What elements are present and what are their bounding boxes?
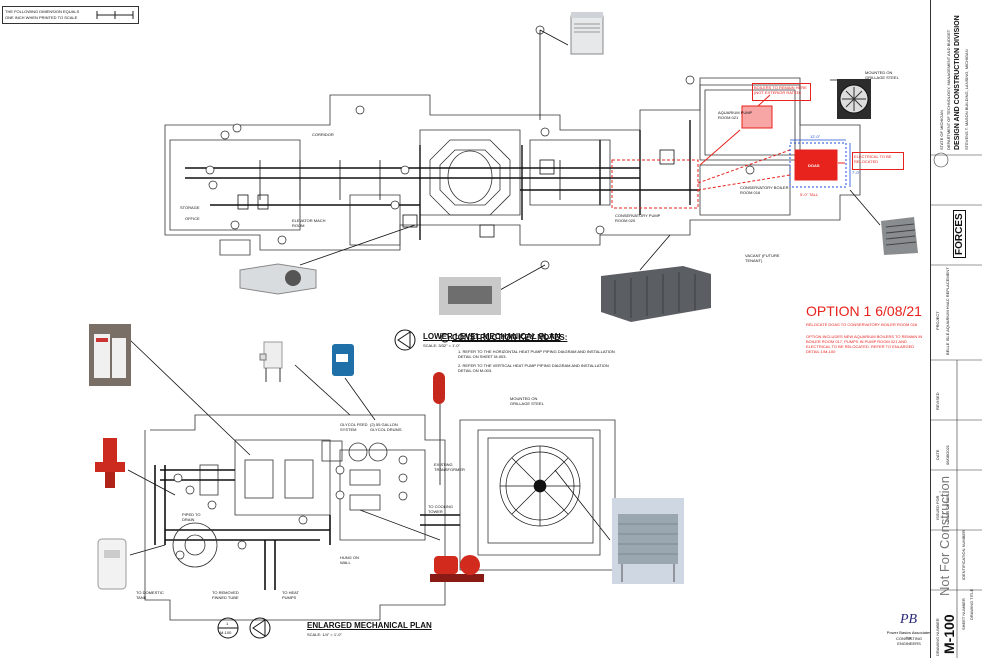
project-name: BELLE ISLE AQUARIUM HVAC REPLACEMENT	[945, 267, 950, 355]
scale-bar-icon	[96, 11, 134, 19]
date-label: DATE	[935, 449, 940, 460]
glycol-feeder-photo	[259, 341, 283, 382]
to-domestic-tank-label: TO DOMESTIC TANK	[136, 590, 164, 600]
detail-number: 1	[226, 621, 229, 626]
key-note-1: 1. REFER TO THE HORIZONTAL HEAT PUMP PIP…	[458, 349, 615, 359]
boilers-callout-text: BOILERS TO REMAIN HERE (NOT EXTERIOR RAT…	[754, 85, 807, 95]
sheet-label: SHEET NUMBER	[961, 598, 966, 630]
lower-plan-scale: SCALE: 3/32" = 1'-0"	[423, 343, 461, 348]
room-label-vacant: VACANT (FUTURE TENANT)	[745, 253, 780, 263]
piped-to-drain-label: PIPED TO DRAIN	[182, 512, 201, 522]
lower-plan-title: LOWER LEVEL MECHANICAL PLAN	[423, 332, 561, 341]
horizontal-heat-pump-photo	[239, 263, 317, 295]
agency-line-3: DESIGN AND CONSTRUCTION DIVISION	[954, 15, 961, 150]
vertical-heat-pump-photo	[570, 12, 604, 55]
inline-pump-photo	[95, 438, 125, 488]
to-heat-pumps-label: TO HEAT PUMPS	[282, 590, 299, 600]
firm-logo-text: FORCES	[953, 210, 966, 258]
option-line2: OPTION INCLUDES NEW AQUARIUM BOILERS TO …	[806, 334, 923, 354]
unit-heater-photo	[881, 217, 918, 255]
not-for-construction: Not For Construction	[937, 476, 952, 596]
mounted-on-steel-lower: MOUNTED ON GRILLAGE STEEL	[510, 396, 544, 406]
base-mounted-pump-photo	[430, 555, 484, 582]
drawing-number-label: DRAWING NUMBER	[935, 618, 940, 656]
identification-label: IDENTIFICATION NUMBER	[961, 530, 966, 580]
agency-line-4: STEVENS T. MASON BUILDING, LANSING, MICH…	[964, 49, 969, 150]
existing-transformer-label: EXISTING TRANSFORMER	[434, 462, 465, 472]
electrical-callout-text: ELECTRICAL TO BE RELOCATED	[854, 154, 892, 164]
mounted-on-steel-upper: MOUNTED ON GRILLAGE STEEL	[865, 70, 899, 80]
expansion-tank-photo	[433, 372, 445, 404]
mechanical-drawing	[127, 25, 881, 639]
scale-note-line1: THE FOLLOWING DIMENSION EQUALS	[5, 9, 80, 14]
detail-sheet: M-100	[220, 630, 232, 635]
svg-text:PB: PB	[899, 612, 918, 627]
glycol-label: GLYCOL FEED SYSTEM	[340, 422, 368, 432]
room-label-office: OFFICE	[185, 216, 200, 221]
water-heater-photo	[97, 538, 127, 590]
doas-unit-photo	[601, 266, 711, 322]
enlarged-plan-scale: SCALE: 1/4" = 1'-0"	[307, 632, 342, 637]
doas-label: DOAS	[808, 163, 820, 168]
glycol-drum-label: (2) 55 GALLON GLYCOL DRUMS	[370, 422, 402, 432]
agency-line-2: DEPARTMENT OF TECHNOLOGY, MANAGEMENT AND…	[946, 29, 951, 150]
firm-details: CONSULTING ENGINEERS	[896, 636, 922, 646]
sheet-title-label: DRAWING TITLE	[969, 588, 974, 620]
key-notes-title: CONSTRUCTION KEY NOTES:	[452, 333, 568, 342]
firm-name: Power Basics Associates Inc	[886, 630, 932, 640]
to-cooling-tower-label: TO COOLING TOWER	[428, 504, 454, 514]
room-label-elevator: ELEVATOR MACH ROOM	[292, 218, 326, 228]
sheet-number: M-100	[941, 614, 957, 654]
room-label-aquarium-pump: AQUARIUM PUMP ROOM 021	[718, 110, 753, 120]
key-note-2: 2. REFER TO THE VERTICAL HEAT PUMP PIPIN…	[458, 363, 609, 373]
project-label: PROJECT	[935, 311, 940, 330]
agency-line-1: STATE OF MICHIGAN	[939, 109, 944, 150]
scale-note: THE FOLLOWING DIMENSION EQUALS ONE INCH …	[2, 6, 139, 24]
date-value: 06/08/2021	[945, 444, 950, 465]
boiler-photo	[89, 324, 131, 386]
revised-label: REVISED	[935, 392, 940, 410]
glycol-drum-photo	[332, 344, 354, 376]
room-label-conservatory-pump: CONSERVATORY PUMP ROOM 020	[615, 213, 661, 223]
room-label-storage: STORAGE	[180, 205, 200, 210]
option-title: OPTION 1 6/08/21	[806, 303, 922, 319]
boilers-callout: BOILERS TO REMAIN HERE (NOT EXTERIOR RAT…	[752, 83, 811, 101]
room-label-corridor: CORRIDOR	[312, 132, 334, 137]
title-block: STATE OF MICHIGAN DEPARTMENT OF TECHNOLO…	[930, 0, 982, 658]
to-removed-finned-label: TO REMOVED FINNED TUBE	[212, 590, 239, 600]
ceiling-diffuser-photo	[439, 277, 501, 315]
hung-on-wall-label: HUNG ON WALL	[340, 555, 359, 565]
title-block-lines	[931, 152, 982, 658]
cooling-tower-photo	[612, 498, 684, 584]
enlarged-plan-title: ENLARGED MECHANICAL PLAN	[307, 621, 432, 630]
tall-label: 5'-0" TALL	[800, 192, 819, 197]
room-label-conservatory-boiler: CONSERVATORY BOILER ROOM 016	[740, 185, 789, 195]
electrical-callout: ELECTRICAL TO BE RELOCATED	[852, 152, 904, 170]
dim-a-label: 12'-0"	[810, 134, 821, 139]
scale-note-line2: ONE INCH WHEN PRINTED TO SCALE	[5, 15, 78, 20]
condenser-fan-photo-upper	[837, 79, 871, 119]
option-line1: RELOCATE DOAS TO CONSERVATORY BOILER ROO…	[806, 322, 918, 327]
firm-logo-icon: PB	[899, 612, 918, 627]
dim-b-label: 7'-0"	[852, 170, 860, 175]
